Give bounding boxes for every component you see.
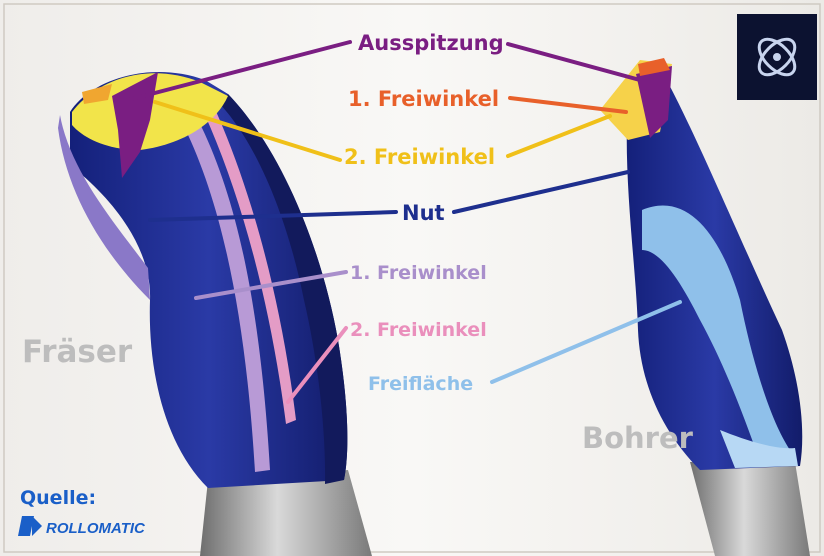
label-freiwinkel1-top: 1. Freiwinkel xyxy=(348,87,499,111)
label-ausspitzung: Ausspitzung xyxy=(358,31,504,55)
rollomatic-logo-text: ROLLOMATIC xyxy=(46,520,146,537)
label-freiflaeche: Freifläche xyxy=(368,373,473,395)
label-nut: Nut xyxy=(402,201,445,225)
tool-name-fraeser: Fräser xyxy=(22,334,133,370)
source-label: Quelle: xyxy=(20,487,96,509)
label-freiwinkel2-mid: 2. Freiwinkel xyxy=(350,319,487,341)
label-freiwinkel1-mid: 1. Freiwinkel xyxy=(350,262,487,284)
tool-name-bohrer: Bohrer xyxy=(582,421,694,455)
corner-logo-badge xyxy=(737,14,817,100)
label-freiwinkel2-top: 2. Freiwinkel xyxy=(344,145,495,169)
